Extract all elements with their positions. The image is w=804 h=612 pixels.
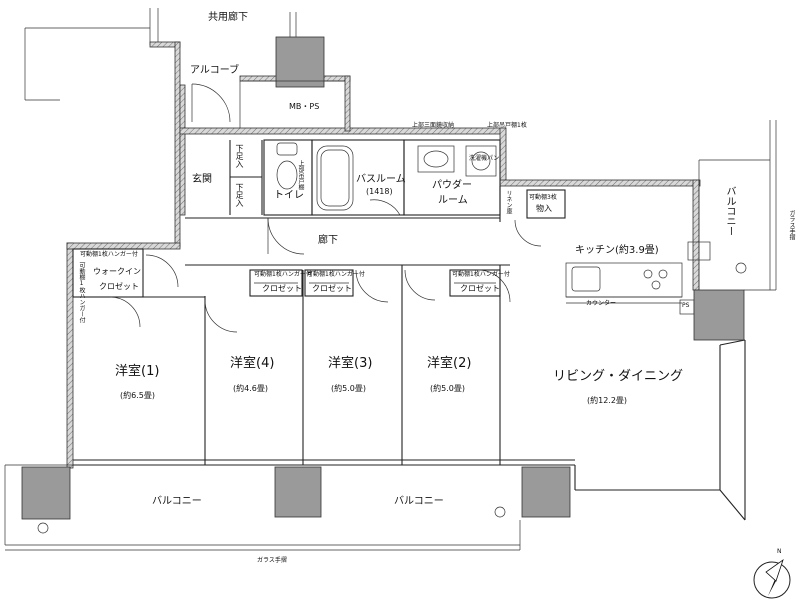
counter-label: カウンター — [586, 300, 617, 307]
kitchen-label: キッチン(約3.9畳) — [575, 245, 659, 256]
bathroom-label: バスルーム — [356, 174, 406, 185]
powder-storage-note: 上部三面鏡収納 — [412, 122, 455, 129]
exterior-walls — [66, 41, 701, 469]
closet-4-label: クロゼット — [262, 284, 302, 293]
glass-rail-side-label: ガラス手摺 — [788, 210, 795, 240]
room-2-size: (約5.0畳) — [430, 384, 465, 393]
doors — [109, 83, 542, 333]
laundry-pan-label: 洗濯機パン — [469, 155, 500, 162]
closet-4-note: 可動棚1枚ハンガー付 — [254, 271, 312, 278]
compass-icon — [753, 558, 791, 599]
closet-3-note: 可動棚1枚ハンガー付 — [307, 271, 365, 278]
closet-2-note: 可動棚1枚ハンガー付 — [452, 271, 510, 278]
bathroom-size: (1418) — [366, 187, 393, 196]
room-4-size: (約4.6畳) — [233, 384, 268, 393]
closet-3-label: クロゼット — [312, 284, 352, 293]
glass-rail-bottom-label: ガラス手摺 — [257, 557, 287, 564]
balcony-side-label: バルコニー — [724, 186, 735, 236]
shoe-storage-2-label: 下足入 — [235, 183, 244, 207]
room-4-name: 洋室(4) — [230, 356, 275, 371]
shoe-storage-1-label: 下足入 — [235, 144, 244, 168]
ldk-name: リビング・ダイニング — [553, 369, 684, 384]
balcony-left-label: バルコニー — [152, 496, 202, 507]
compass-north-label: N — [777, 548, 782, 555]
toilet-label: トイレ — [274, 190, 304, 201]
toilet-shelf-note: 上部吊戸棚 — [297, 160, 304, 190]
laundry-shelf-note: 上部吊戸棚1枚 — [487, 122, 527, 129]
interior-walls — [72, 139, 746, 521]
room-1-size: (約6.5畳) — [120, 391, 155, 400]
powder-room-label-1: パウダー — [432, 180, 472, 191]
walkin-note: 可動棚1枚ハンガー付 — [80, 251, 138, 258]
closet-2-label: クロゼット — [460, 284, 500, 293]
genkan-label: 玄関 — [192, 174, 212, 185]
balcony-side — [687, 120, 777, 291]
alcove-label: アルコーブ — [190, 65, 240, 76]
powder-room-label-2: ルーム — [438, 195, 468, 206]
room-1-name: 洋室(1) — [115, 364, 160, 379]
storage-note: 可動棚3枚 — [529, 194, 557, 201]
balcony-bottom — [4, 464, 571, 551]
room-2-name: 洋室(2) — [427, 356, 472, 371]
walkin-label-2: クロゼット — [99, 282, 139, 291]
linen-label: リネン庫 — [505, 190, 512, 214]
balcony-right-label: バルコニー — [394, 496, 444, 507]
room-3-name: 洋室(3) — [328, 356, 373, 371]
fixtures — [254, 142, 745, 341]
mbps-shaft — [275, 36, 325, 88]
ldk-size: (約12.2畳) — [587, 396, 628, 405]
storage-label: 物入 — [536, 204, 552, 213]
mbps-label: MB・PS — [289, 102, 320, 111]
ps-label: PS — [682, 302, 690, 309]
room-3-size: (約5.0畳) — [331, 384, 366, 393]
common-corridor-lines — [24, 8, 297, 101]
hallway-label: 廊下 — [318, 235, 338, 246]
common-corridor-label: 共用廊下 — [208, 12, 248, 23]
walkin-side-note: 可動棚1枚ハンガー付 — [78, 262, 85, 323]
walkin-label: ウォークイン — [93, 267, 141, 276]
